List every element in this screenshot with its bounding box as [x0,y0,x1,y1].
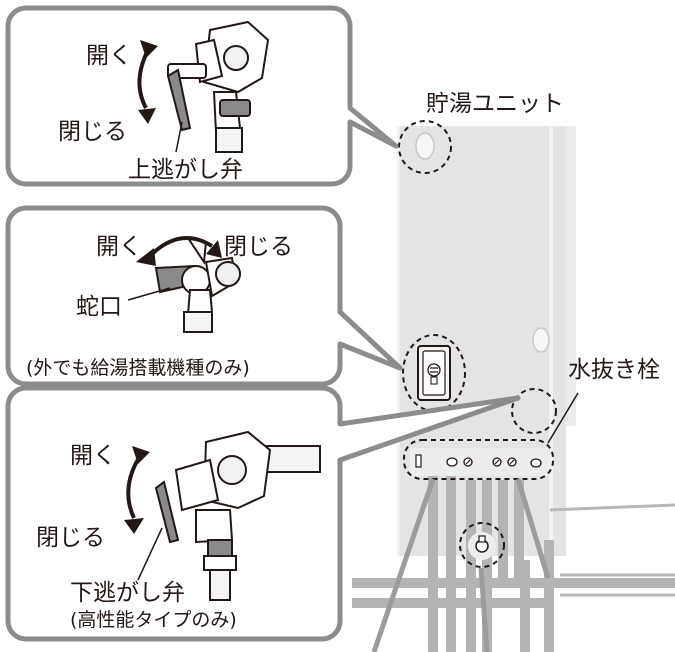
upper-valve-close-label: 閉じる [58,119,127,145]
upper-valve-leader [175,121,183,153]
upper-relief-valve-label: 上逃がし弁 [128,157,243,183]
faucet-note: (外でも給湯搭載機種のみ) [26,357,250,379]
lower-valve-close-label: 閉じる [36,525,105,551]
drain-plug-label: 水抜き栓 [568,357,660,383]
lower-relief-valve-label: 下逃がし弁 [70,580,185,606]
faucet-mount [417,345,451,401]
faucet-leader [127,287,171,301]
faucet-close-label: 閉じる [224,234,293,260]
lower-relief-valve-icon [154,430,321,601]
upper-relief-valve-icon [166,20,270,153]
drain-plug-bar [410,448,550,476]
faucet-icon [154,236,241,333]
lower-valve-leader [137,527,163,581]
upper-valve-open-label: 開く [86,43,132,69]
arrow-open-close-icon [124,446,150,534]
drain-plug-icon [468,532,496,560]
storage-unit-label: 貯湯ユニット [426,91,564,117]
drain-plug-leader [547,392,579,444]
bottom-leaders [371,478,551,652]
lower-valve-open-label: 開く [70,443,116,469]
faucet-open-label: 開く [96,234,142,260]
arrow-open-close-icon [137,40,158,124]
callout-upper-valve [5,5,399,187]
arrow-open-close-icon [136,236,222,266]
lower-valve-note: (高性能タイプのみ) [70,609,237,631]
faucet-label: 蛇口 [76,294,122,320]
